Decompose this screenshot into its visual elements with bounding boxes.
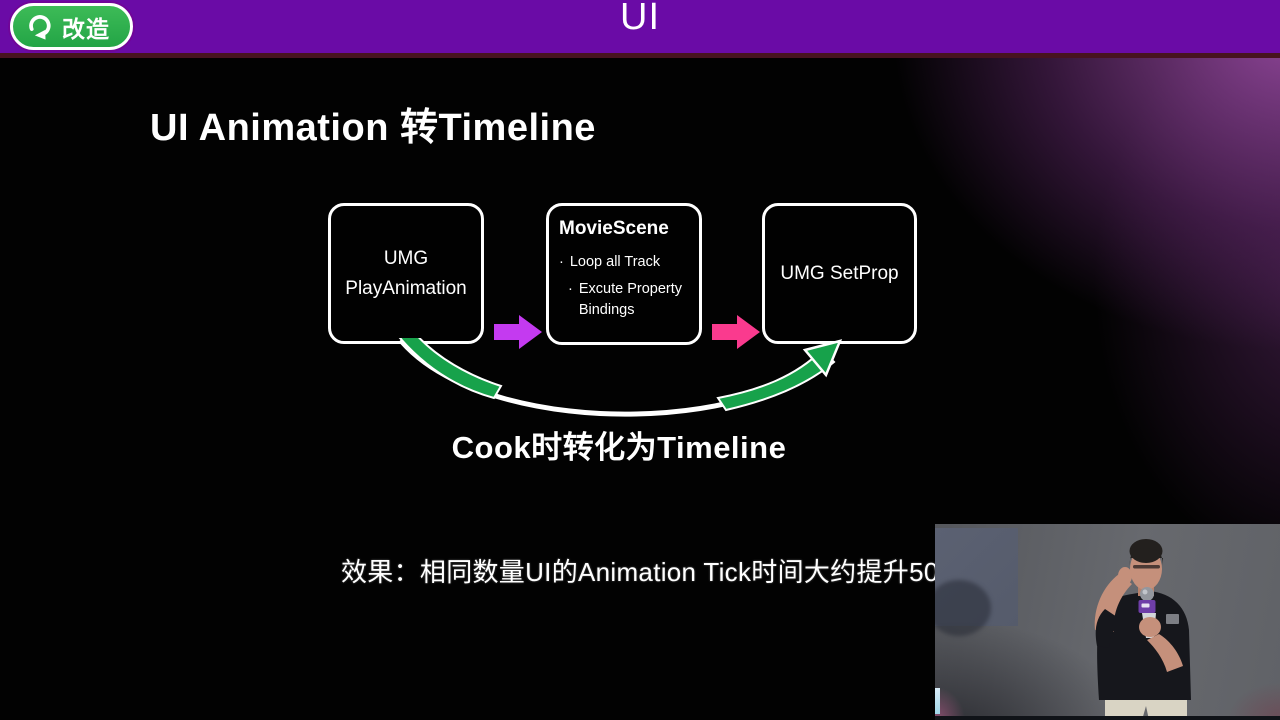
- presenter-figure: [1094, 539, 1191, 720]
- header-title: UI: [620, 0, 660, 38]
- flow-box-umg-playanimation: UMG PlayAnimation: [328, 203, 484, 344]
- webcam-bottom-strip: [935, 716, 1280, 720]
- slide-caption: Cook时转化为Timeline: [451, 430, 787, 465]
- bullet-dot-icon: ·: [559, 254, 564, 270]
- undo-arrow-icon: [26, 13, 53, 40]
- section-badge: 改造: [10, 3, 133, 50]
- header-bar: UI: [0, 0, 1280, 53]
- flow-arrow-1: [494, 315, 542, 349]
- box2-title: MovieScene: [559, 218, 669, 239]
- slide-title: UI Animation 转Timeline: [150, 107, 596, 149]
- flow-box-umg-setprop: UMG SetProp: [762, 203, 917, 344]
- stage-warm-light: [1210, 670, 1280, 720]
- badge-label: 改造: [62, 15, 110, 42]
- webcam-overlay: [935, 524, 1280, 720]
- flow-arrow-2: [712, 315, 760, 349]
- box1-line2: PlayAnimation: [345, 277, 467, 299]
- stage-pink-light: [935, 676, 975, 720]
- stage-light-sliver: [935, 688, 940, 714]
- bullet-dot-icon: ·: [568, 281, 573, 297]
- box3-label: UMG SetProp: [780, 262, 899, 284]
- box2-bullet-2-text: Excute Property Bindings: [578, 281, 683, 318]
- box1-line1: UMG: [383, 247, 429, 269]
- loop-back-arrow: [398, 338, 843, 417]
- box2-bullet-2: · Excute Property Bindings: [568, 279, 691, 321]
- flow-box-moviescene: MovieScene · Loop all Track · Excute Pro…: [546, 203, 702, 345]
- result-text: 效果：相同数量UI的Animation Tick时间大约提升50%: [341, 557, 963, 587]
- box2-bullet-1: · Loop all Track: [559, 252, 691, 273]
- box2-bullet-1-text: Loop all Track: [569, 254, 661, 270]
- header-separator-line: [0, 53, 1280, 58]
